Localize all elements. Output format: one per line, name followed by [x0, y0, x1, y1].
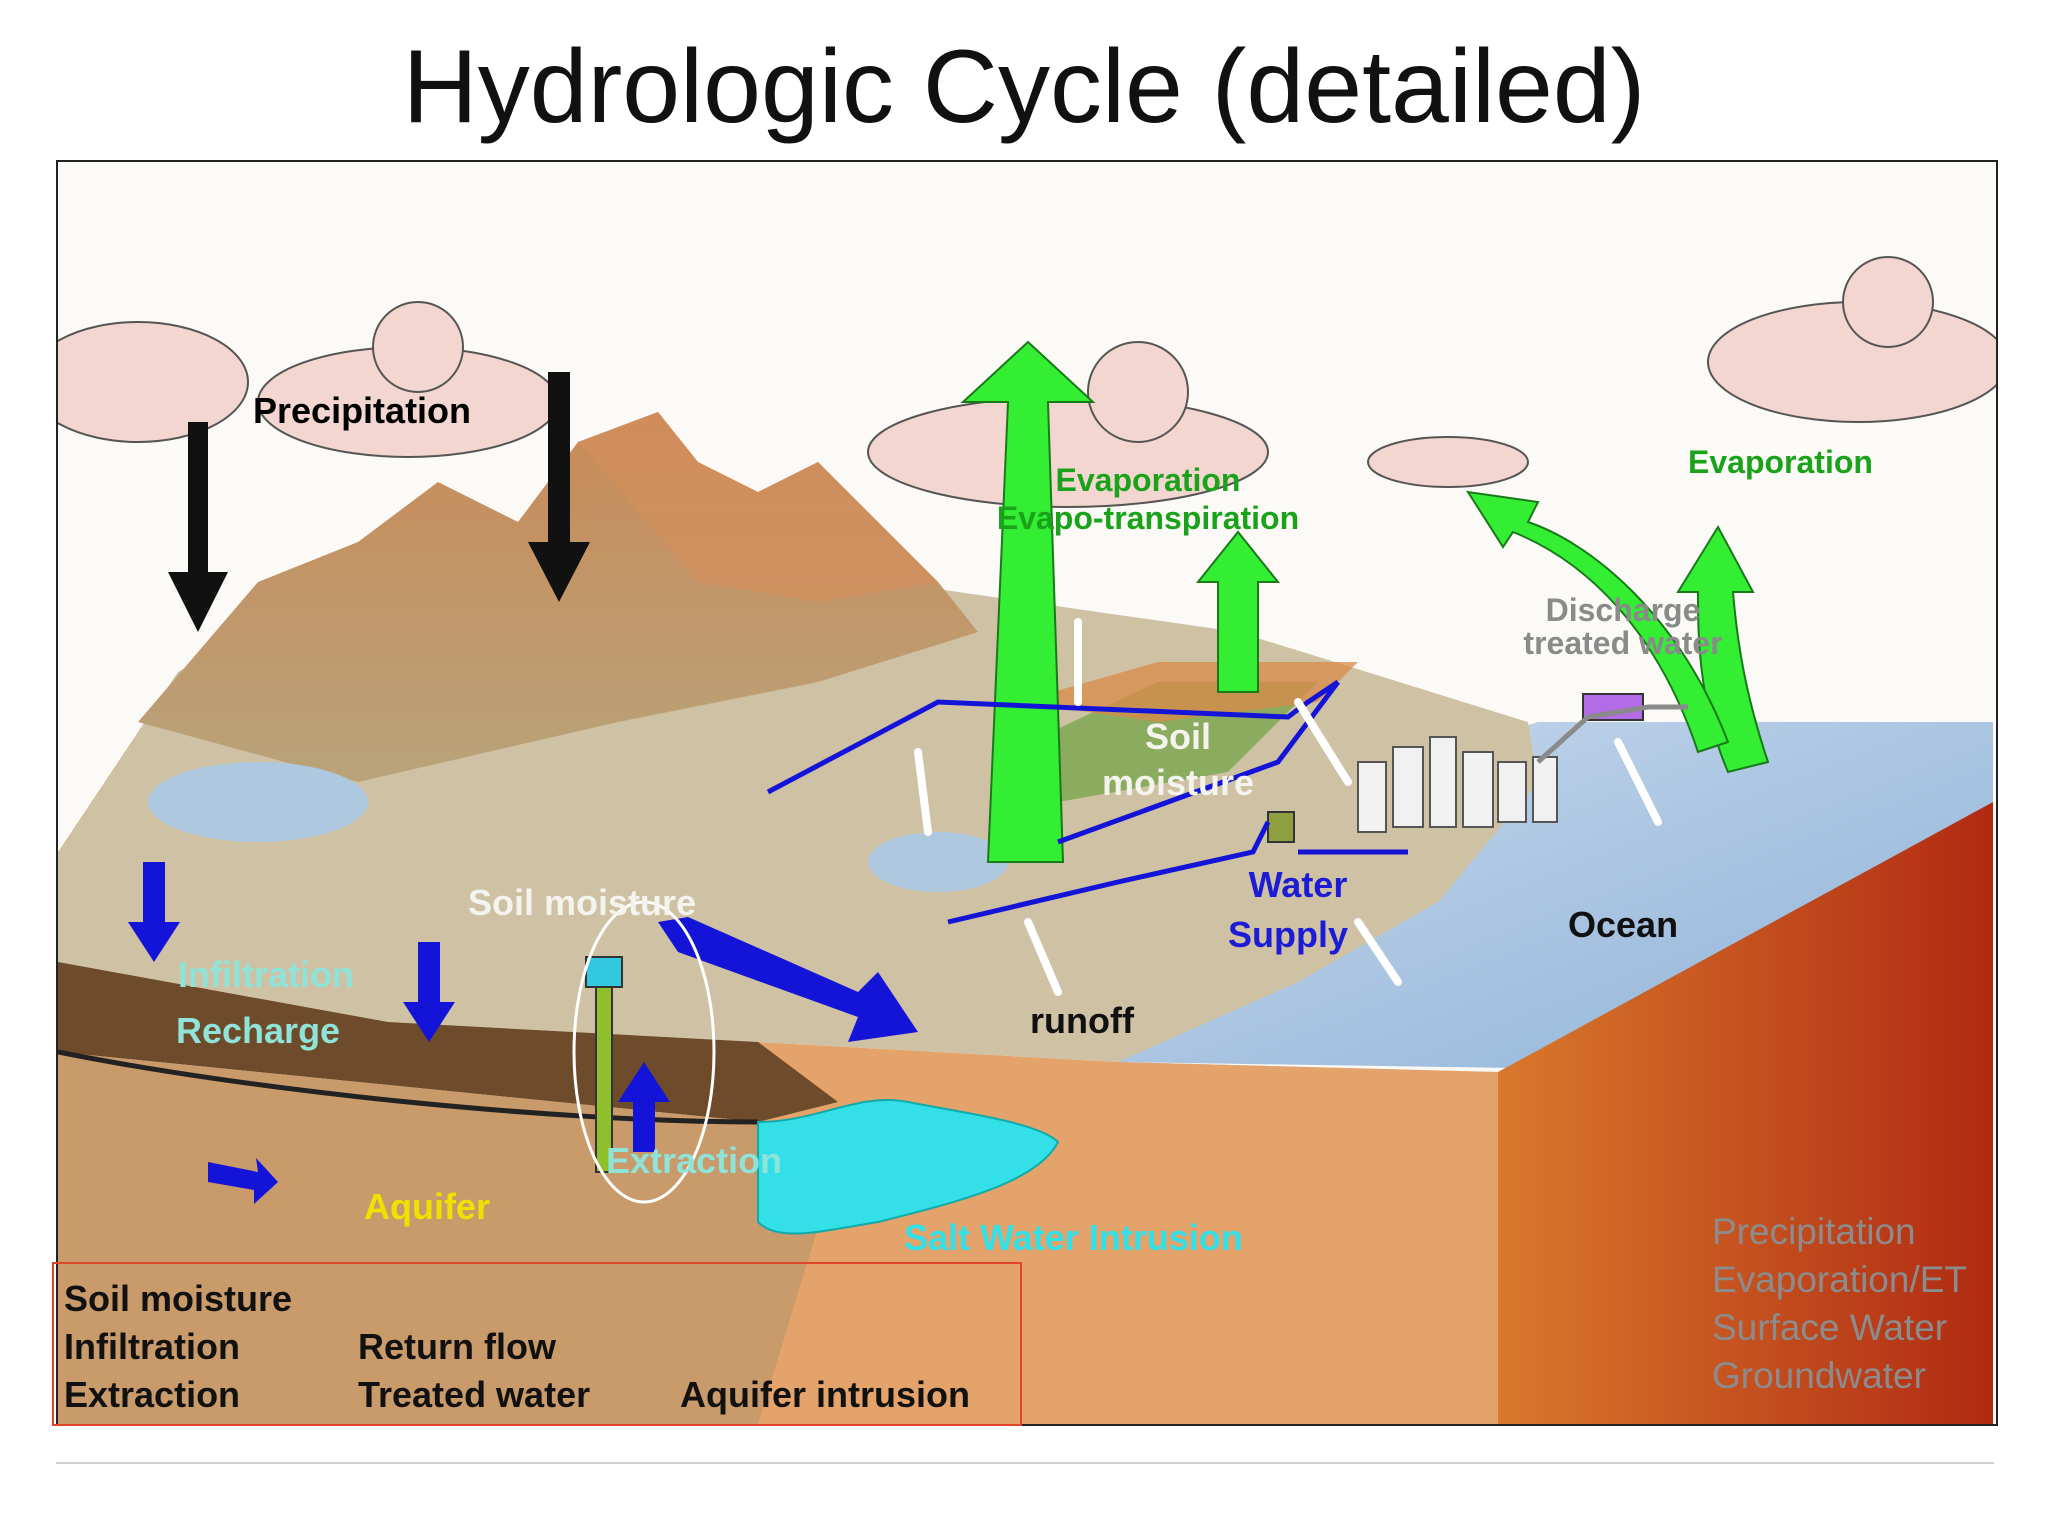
label-evapo-transpiration: Evapo-transpiration — [996, 500, 1300, 536]
irrigated-field — [1008, 682, 1318, 802]
key-treated-water: Treated water — [358, 1374, 591, 1415]
key-aquifer-intrusion: Aquifer intrusion — [680, 1374, 970, 1415]
label-soil-moisture-field-2: moisture — [1101, 762, 1255, 803]
blue-arrows — [128, 862, 918, 1204]
label-salt-water-intrusion: Salt Water Intrusion — [904, 1217, 1243, 1258]
label-evaporation-center: Evaporation — [1055, 462, 1241, 498]
well-highlight-ring — [572, 900, 716, 1204]
label-supply: Supply — [1227, 914, 1348, 955]
water-tower — [1267, 811, 1295, 843]
key-extraction: Extraction — [64, 1374, 241, 1415]
bottom-divider — [56, 1462, 1994, 1464]
legend-item: Groundwater — [1712, 1355, 1926, 1396]
slide-title: Hydrologic Cycle (detailed) — [402, 29, 1646, 145]
ocean-right-face — [1498, 802, 1993, 1424]
label-runoff: runoff — [1030, 1000, 1134, 1041]
mountain-lake — [148, 762, 368, 842]
key-return-flow: Return flow — [358, 1326, 556, 1367]
mountain-shading — [578, 412, 938, 602]
clouds — [58, 256, 1996, 508]
label-treated-water: treated water — [1523, 625, 1723, 661]
well-pump — [585, 956, 623, 988]
label-water: Water — [1248, 864, 1348, 905]
evaporation-arrows — [960, 340, 1770, 863]
label-soil-moisture-field-1: Soil — [1144, 716, 1211, 757]
aquifer-boundary — [58, 1049, 759, 1125]
precipitation-arrows — [168, 372, 590, 632]
city — [1357, 736, 1558, 833]
discharge-pipe — [1536, 704, 1688, 764]
legend-right: Precipitation Evaporation/ET Surface Wat… — [1712, 1208, 1967, 1400]
label-soil-moisture-slope: Soil moisture — [468, 882, 697, 923]
return-flow-arrows — [914, 618, 1662, 996]
legend-item: Surface Water — [1712, 1307, 1948, 1348]
label-recharge: Recharge — [176, 1010, 341, 1051]
label-aquifer: Aquifer — [364, 1186, 490, 1227]
label-ocean: Ocean — [1568, 904, 1679, 945]
legend-item: Evaporation/ET — [1712, 1259, 1968, 1300]
salt-water-lens — [757, 1098, 1060, 1235]
legend-item: Precipitation — [1712, 1211, 1916, 1252]
diagram-scene — [58, 162, 1996, 1424]
key-infiltration: Infiltration — [64, 1326, 240, 1367]
water-supply-pipelines — [766, 679, 1408, 925]
key-box: Soil moisture Infiltration Extraction Re… — [52, 1262, 1022, 1426]
valley-lake — [868, 832, 1008, 892]
label-infiltration: Infiltration — [178, 954, 354, 995]
hydrologic-cycle-diagram: Precipitation Evaporation Evapo-transpir… — [56, 160, 1998, 1426]
label-extraction: Extraction — [606, 1140, 783, 1181]
key-soil-moisture: Soil moisture — [64, 1278, 293, 1319]
label-precipitation: Precipitation — [253, 390, 472, 431]
label-evaporation-ocean: Evaporation — [1688, 444, 1873, 480]
label-discharge: Discharge — [1545, 592, 1701, 628]
